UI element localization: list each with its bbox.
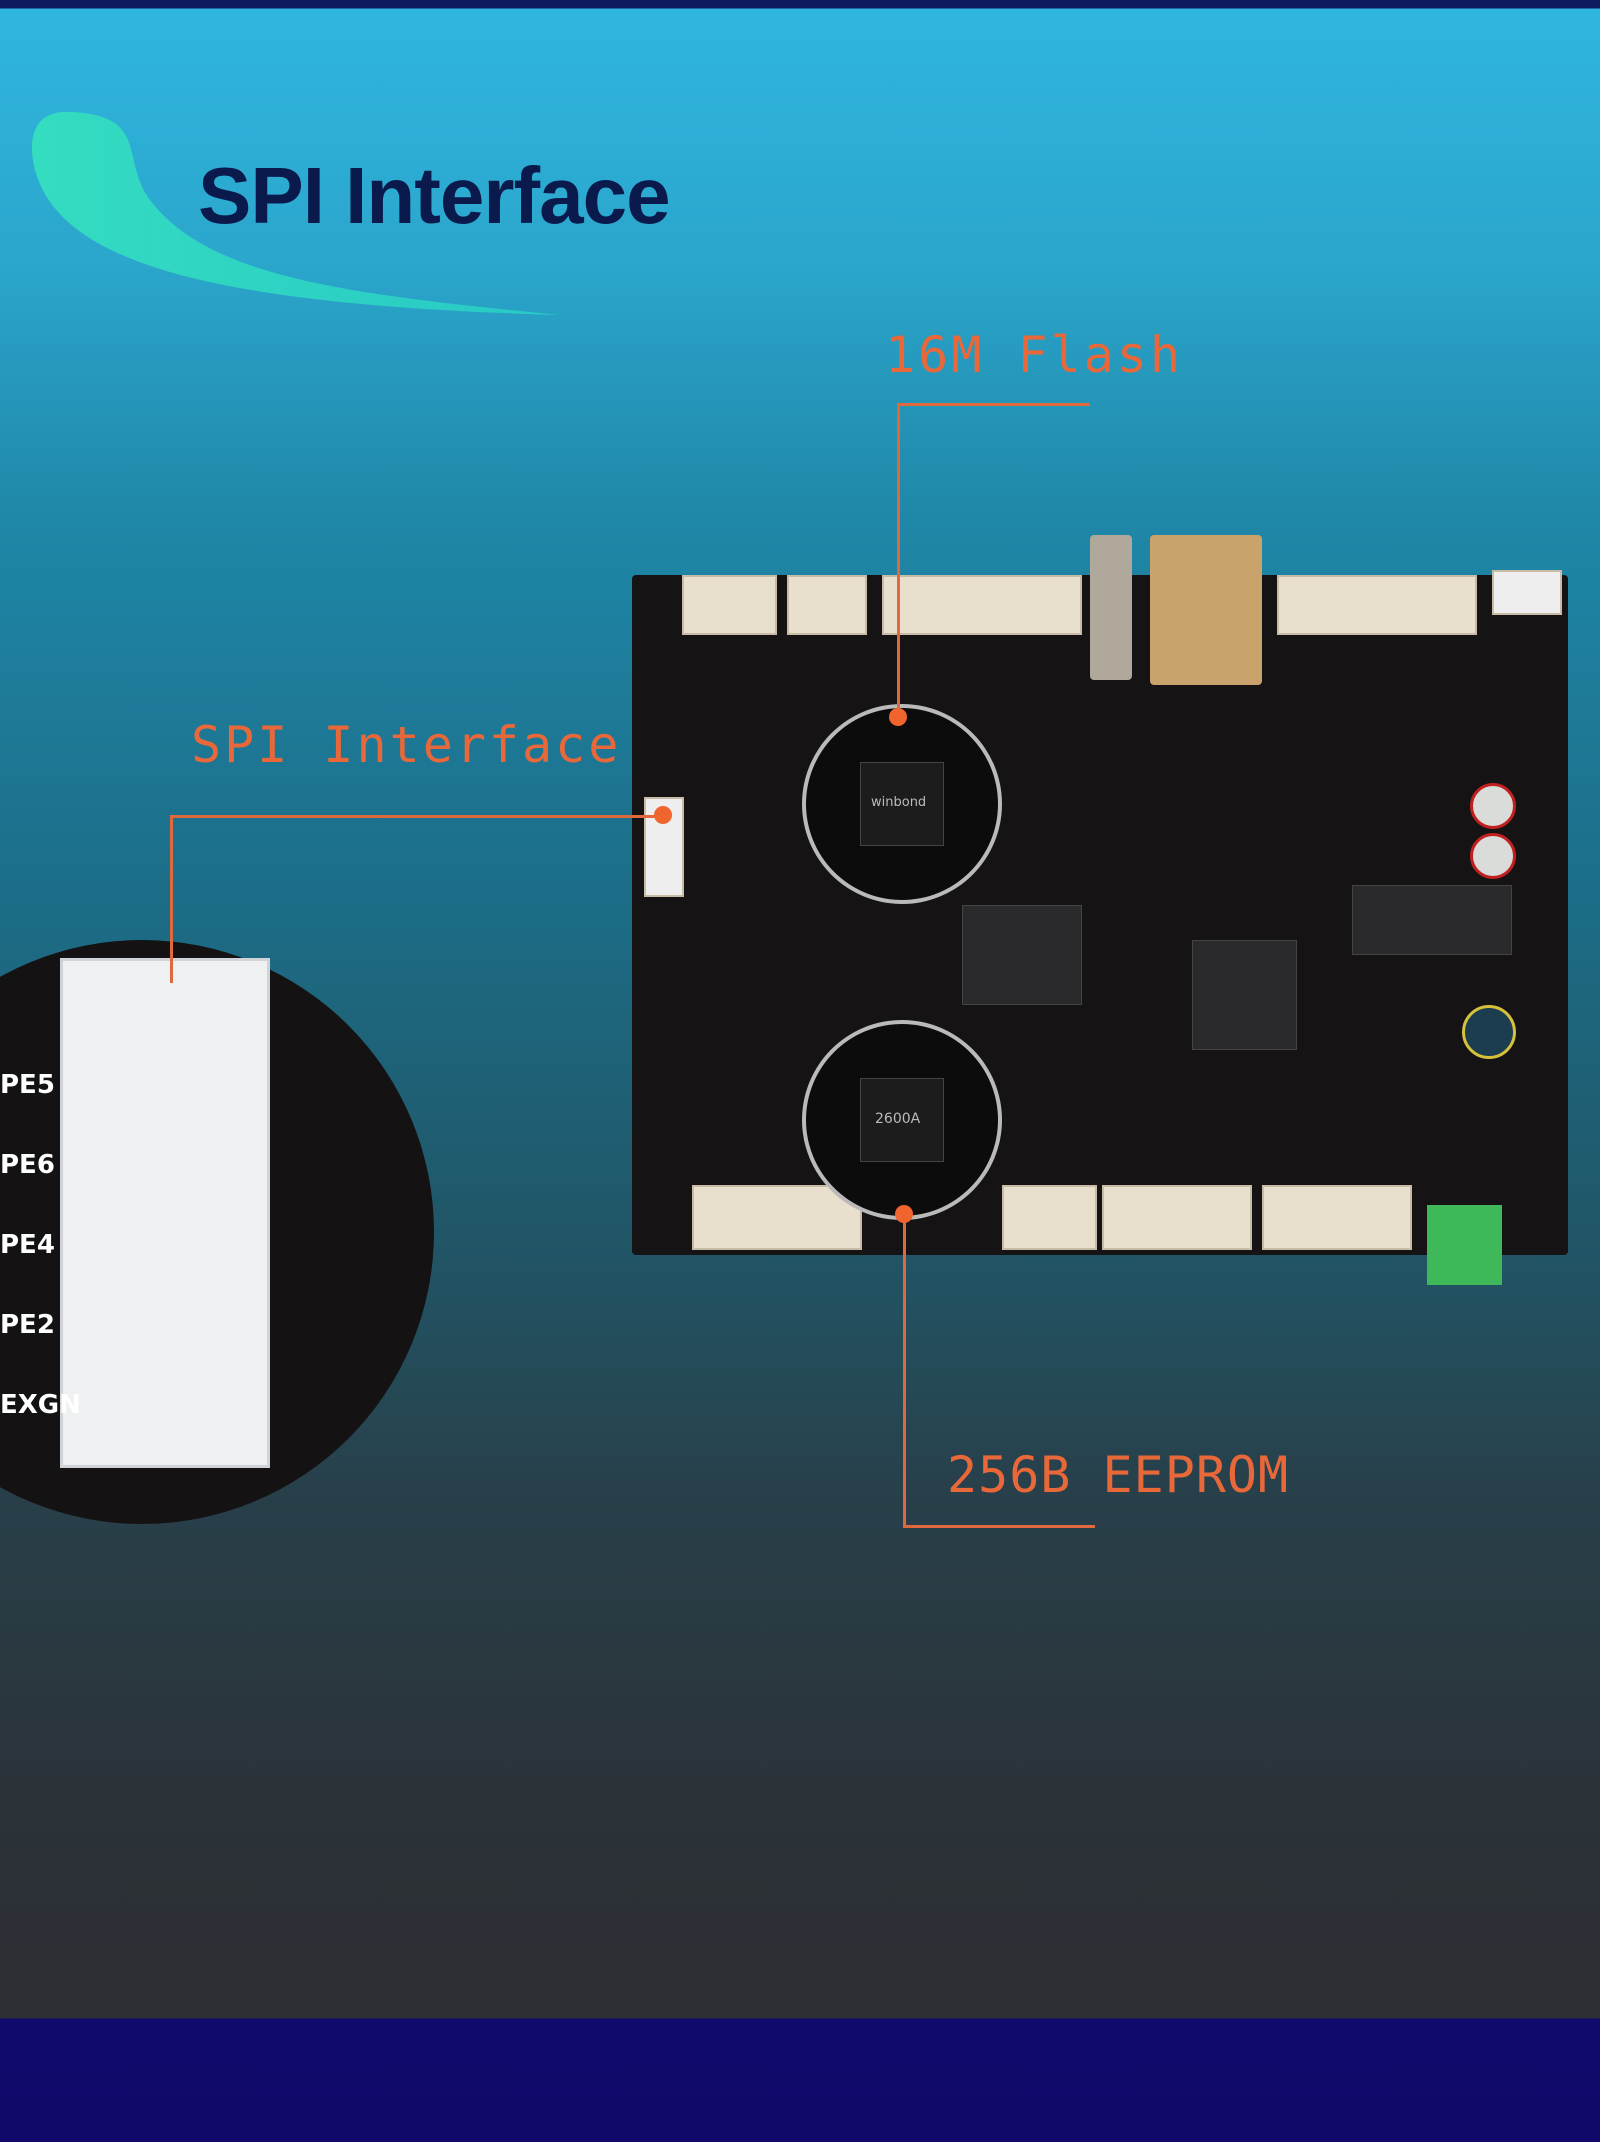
pin-label: PE2 [0, 1310, 55, 1340]
connector [787, 575, 867, 635]
eeprom-magnifier: 2600A [802, 1020, 1002, 1220]
connector [1492, 570, 1562, 615]
connector-housing [60, 958, 270, 1468]
pin-label: PE4 [0, 1230, 55, 1260]
regulator-chip [1352, 885, 1512, 955]
terminal-block [1427, 1205, 1502, 1285]
flash-chip-marking: winbond [871, 795, 927, 810]
usb-port [1090, 535, 1132, 680]
capacitor [1470, 833, 1516, 879]
callout-dot [895, 1205, 913, 1223]
callout-dot [889, 708, 907, 726]
callout-line [897, 403, 1090, 406]
page-title: SPI Interface [198, 151, 671, 240]
mcu-chip [962, 905, 1082, 1005]
capacitor [1470, 783, 1516, 829]
capacitor [1462, 1005, 1516, 1059]
callout-line [897, 403, 900, 717]
ethernet-jack [1150, 535, 1262, 685]
flash-magnifier: winbond [802, 704, 1002, 904]
swoosh-decoration [31, 111, 560, 315]
connector [682, 575, 777, 635]
pin-label: PE5 [0, 1070, 55, 1100]
flash-chip: winbond [860, 762, 944, 846]
eeprom-chip-marking: 2600A [875, 1111, 921, 1127]
connector [1277, 575, 1477, 635]
pin-label: EXGN [0, 1390, 81, 1420]
spi-callout-label: SPI Interface [191, 716, 622, 774]
flash-callout-label: 16M Flash [885, 326, 1183, 384]
connector [1002, 1185, 1097, 1250]
pin-label: PE6 [0, 1150, 55, 1180]
connector [692, 1185, 862, 1250]
callout-line [170, 815, 665, 818]
eeprom-callout-label: 256B EEPROM [947, 1446, 1290, 1504]
callout-line [903, 1525, 1095, 1528]
spi-connector [644, 797, 684, 897]
eeprom-chip: 2600A [860, 1078, 944, 1162]
callout-line [170, 815, 173, 983]
pcb-board [632, 535, 1568, 1285]
pin-labels: PE5 PE6 PE4 PE2 EXGN [0, 1045, 81, 1445]
callout-line [903, 1213, 906, 1527]
processor-chip [1192, 940, 1297, 1050]
callout-dot [654, 806, 672, 824]
connector [1102, 1185, 1252, 1250]
connector [882, 575, 1082, 635]
connector [1262, 1185, 1412, 1250]
